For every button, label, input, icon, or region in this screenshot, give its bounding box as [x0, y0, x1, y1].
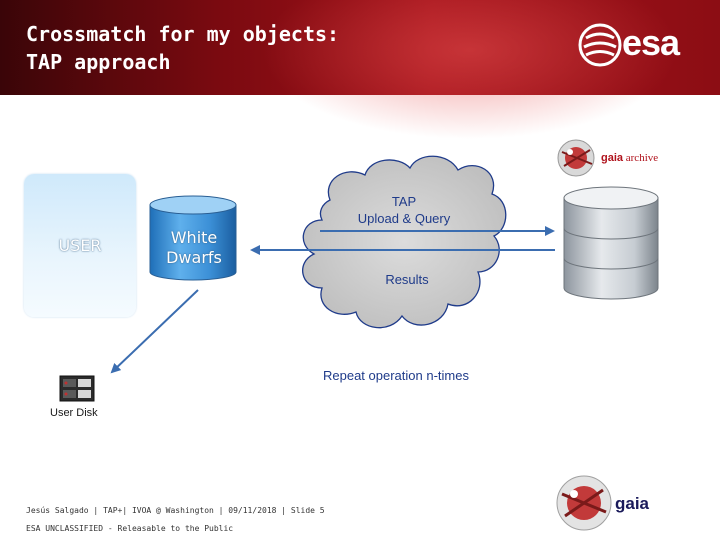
slide-title-line1: Crossmatch for my objects:: [26, 22, 340, 46]
slide-title-line2: TAP approach: [26, 50, 171, 74]
header-banner: [0, 0, 720, 140]
gaia-archive-label: gaia archive: [601, 152, 658, 164]
white-dwarfs-label-line2: Dwarfs: [166, 248, 222, 267]
tap-cloud-icon: [302, 155, 507, 329]
gaia-archive-brand: gaia: [601, 152, 624, 164]
user-disk-label: User Disk: [50, 407, 98, 419]
white-dwarfs-label: White Dwarfs: [152, 228, 236, 268]
esa-logo-text: esa: [622, 22, 680, 63]
user-box: [24, 174, 136, 317]
repeat-operation-label: Repeat operation n-times: [323, 368, 469, 383]
gaia-archive-logo-icon: [557, 139, 595, 177]
download-arrow: [110, 289, 199, 374]
white-dwarfs-database-icon: [149, 195, 237, 281]
cloud-results-label: Results: [385, 272, 429, 287]
header-glow: [260, 0, 680, 140]
slide-title: Crossmatch for my objects: TAP approach: [26, 20, 339, 76]
footer-classification: ESA UNCLASSIFIED - Releasable to the Pub…: [26, 524, 234, 533]
gaia-bottom-logo-text: gaia: [615, 494, 650, 513]
cloud-upload-query-label: Upload & Query: [357, 211, 451, 226]
gaia-bottom-logo-icon: [556, 475, 612, 531]
footer-presenter-line: Jesús Salgado | TAP+| IVOA @ Washington …: [26, 506, 325, 515]
esa-logo-icon: [578, 23, 622, 67]
user-label: USER: [58, 236, 102, 255]
gaia-archive-word: archive: [625, 152, 659, 164]
cloud-tap-label: TAP: [391, 194, 417, 209]
user-disk-icon: [59, 375, 95, 402]
white-dwarfs-label-line1: White: [170, 228, 218, 247]
gaia-archive-database-icon: [563, 186, 659, 300]
